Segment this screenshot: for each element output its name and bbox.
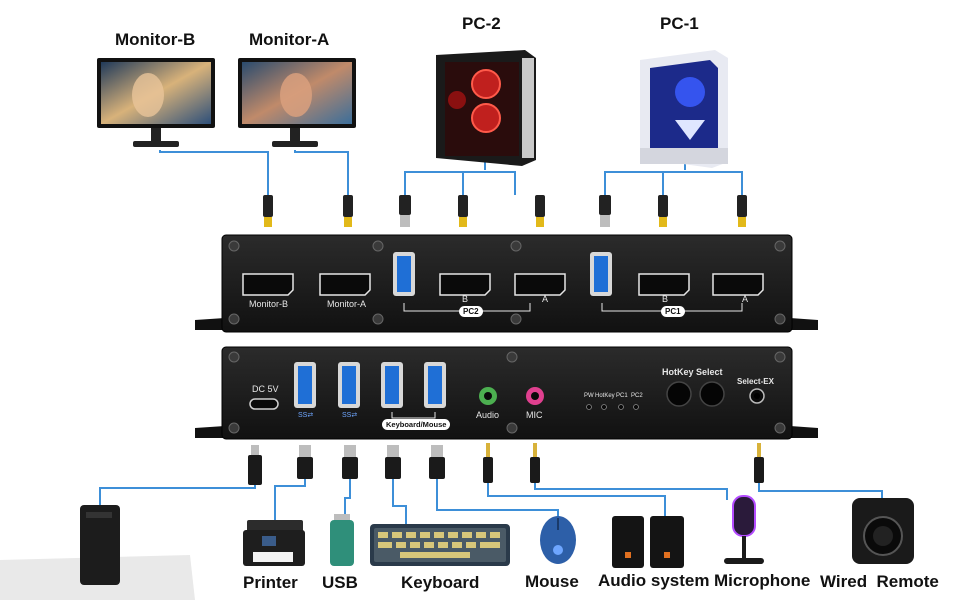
cable-mouse xyxy=(436,479,559,520)
label-microphone: Microphone xyxy=(714,571,811,590)
rear-dp-pc2-a xyxy=(514,273,566,296)
dp-plug-pc2-b xyxy=(458,195,468,227)
front-label-led-pw: PW xyxy=(584,393,594,399)
front-usb-1 xyxy=(294,362,316,408)
front-label-usb-logo-2: SS⇄ xyxy=(342,412,358,419)
cable-printer xyxy=(274,479,306,520)
dp-plug-monitor-b xyxy=(263,195,273,227)
front-label-dc: DC 5V xyxy=(252,384,279,394)
usb-plug-usb xyxy=(342,445,358,479)
label-mouse: Mouse xyxy=(525,572,579,591)
front-label-led-pc1: PC1 xyxy=(616,393,628,399)
usb-plug-pc2 xyxy=(399,195,411,227)
front-panel xyxy=(195,346,818,440)
cable-pc1 xyxy=(604,162,743,195)
usb-plug-keyboard xyxy=(385,445,401,479)
rear-label-pc1-a: A xyxy=(742,294,749,304)
usb-plug-pc1 xyxy=(599,195,611,227)
usb-plug-mouse xyxy=(429,445,445,479)
typec-plug xyxy=(248,445,262,485)
rear-label-monitor-b: Monitor-B xyxy=(249,299,289,309)
hotkey-button-1 xyxy=(666,381,692,407)
rear-label-pc2-b: B xyxy=(462,294,469,304)
cable-monitor-a xyxy=(294,150,349,195)
dp-plug-pc1-b xyxy=(658,195,668,227)
front-label-led-pc2: PC2 xyxy=(631,393,643,399)
rear-pill-pc2: PC2 xyxy=(459,306,483,317)
rear-dp-monitor-a xyxy=(319,273,371,296)
rear-usb-pc1 xyxy=(590,252,612,296)
audio-plug xyxy=(483,443,493,483)
label-keyboard: Keyboard xyxy=(401,573,480,592)
audio-system-icon xyxy=(612,516,684,568)
bottom-cables xyxy=(99,479,883,524)
dp-plug-monitor-a xyxy=(343,195,353,227)
rear-dp-monitor-b xyxy=(242,273,294,296)
label-pc2: PC-2 xyxy=(462,14,501,33)
pc2-icon xyxy=(436,50,536,166)
label-printer: Printer xyxy=(243,573,298,592)
cable-pc2 xyxy=(404,162,516,195)
front-label-mic: MIC xyxy=(526,410,543,420)
hotkey-button-2 xyxy=(699,381,725,407)
label-usb: USB xyxy=(322,573,358,592)
rear-panel xyxy=(195,234,818,333)
label-pc1: PC-1 xyxy=(660,14,699,33)
rear-pill-pc1: PC1 xyxy=(661,306,685,317)
front-pill-keyboard-mouse: Keyboard/Mouse xyxy=(382,419,451,430)
front-label-usb-logo-1: SS⇄ xyxy=(298,412,314,419)
wired-remote-icon xyxy=(852,498,914,564)
dc-typec-port xyxy=(249,398,279,410)
monitor-a-icon xyxy=(238,58,356,147)
rear-usb-pc2 xyxy=(393,252,415,296)
cable-mic xyxy=(534,483,728,500)
front-label-select-ex: Select-EX xyxy=(737,377,774,386)
label-wired-remote: Wired Remote xyxy=(820,572,939,591)
front-label-audio: Audio xyxy=(476,410,500,420)
rear-dp-pc1-a xyxy=(712,273,764,296)
rear-dp-pc2-b xyxy=(439,273,491,296)
front-usb-2 xyxy=(338,362,360,408)
cable-keyboard xyxy=(392,479,407,524)
front-label-hotkey-select: HotKey Select xyxy=(662,367,723,377)
usb-stick-icon xyxy=(330,514,354,566)
keyboard-icon xyxy=(370,524,510,566)
dp-plug-pc1-a xyxy=(737,195,747,227)
top-connectors xyxy=(263,195,747,227)
bottom-connectors xyxy=(248,443,764,485)
usb-plug-printer xyxy=(297,445,313,479)
front-label-led-hotkey: HotKey xyxy=(595,393,615,399)
label-monitor-b: Monitor-B xyxy=(115,30,196,49)
monitor-b-icon xyxy=(97,58,215,147)
cable-usb xyxy=(344,479,351,515)
cable-remote xyxy=(758,483,883,498)
mouse-icon xyxy=(540,516,576,564)
cable-power xyxy=(99,485,256,505)
printer-icon xyxy=(243,520,305,566)
microphone-icon xyxy=(724,495,764,564)
rear-label-pc1-b: B xyxy=(662,294,669,304)
label-audio-system: Audio system xyxy=(598,571,710,590)
dp-plug-pc2-a xyxy=(535,195,545,227)
label-monitor-a: Monitor-A xyxy=(249,30,330,49)
power-adapter-icon xyxy=(0,505,195,600)
select-ex-plug xyxy=(754,443,764,483)
rear-label-monitor-a: Monitor-A xyxy=(327,299,367,309)
front-usb-kb xyxy=(381,362,403,408)
pc1-icon xyxy=(640,50,728,168)
cable-monitor-b xyxy=(159,150,269,195)
rear-dp-pc1-b xyxy=(638,273,690,296)
cable-audio xyxy=(487,483,666,516)
front-usb-mouse xyxy=(424,362,446,408)
mic-plug xyxy=(530,443,540,483)
rear-label-pc2-a: A xyxy=(542,294,549,304)
